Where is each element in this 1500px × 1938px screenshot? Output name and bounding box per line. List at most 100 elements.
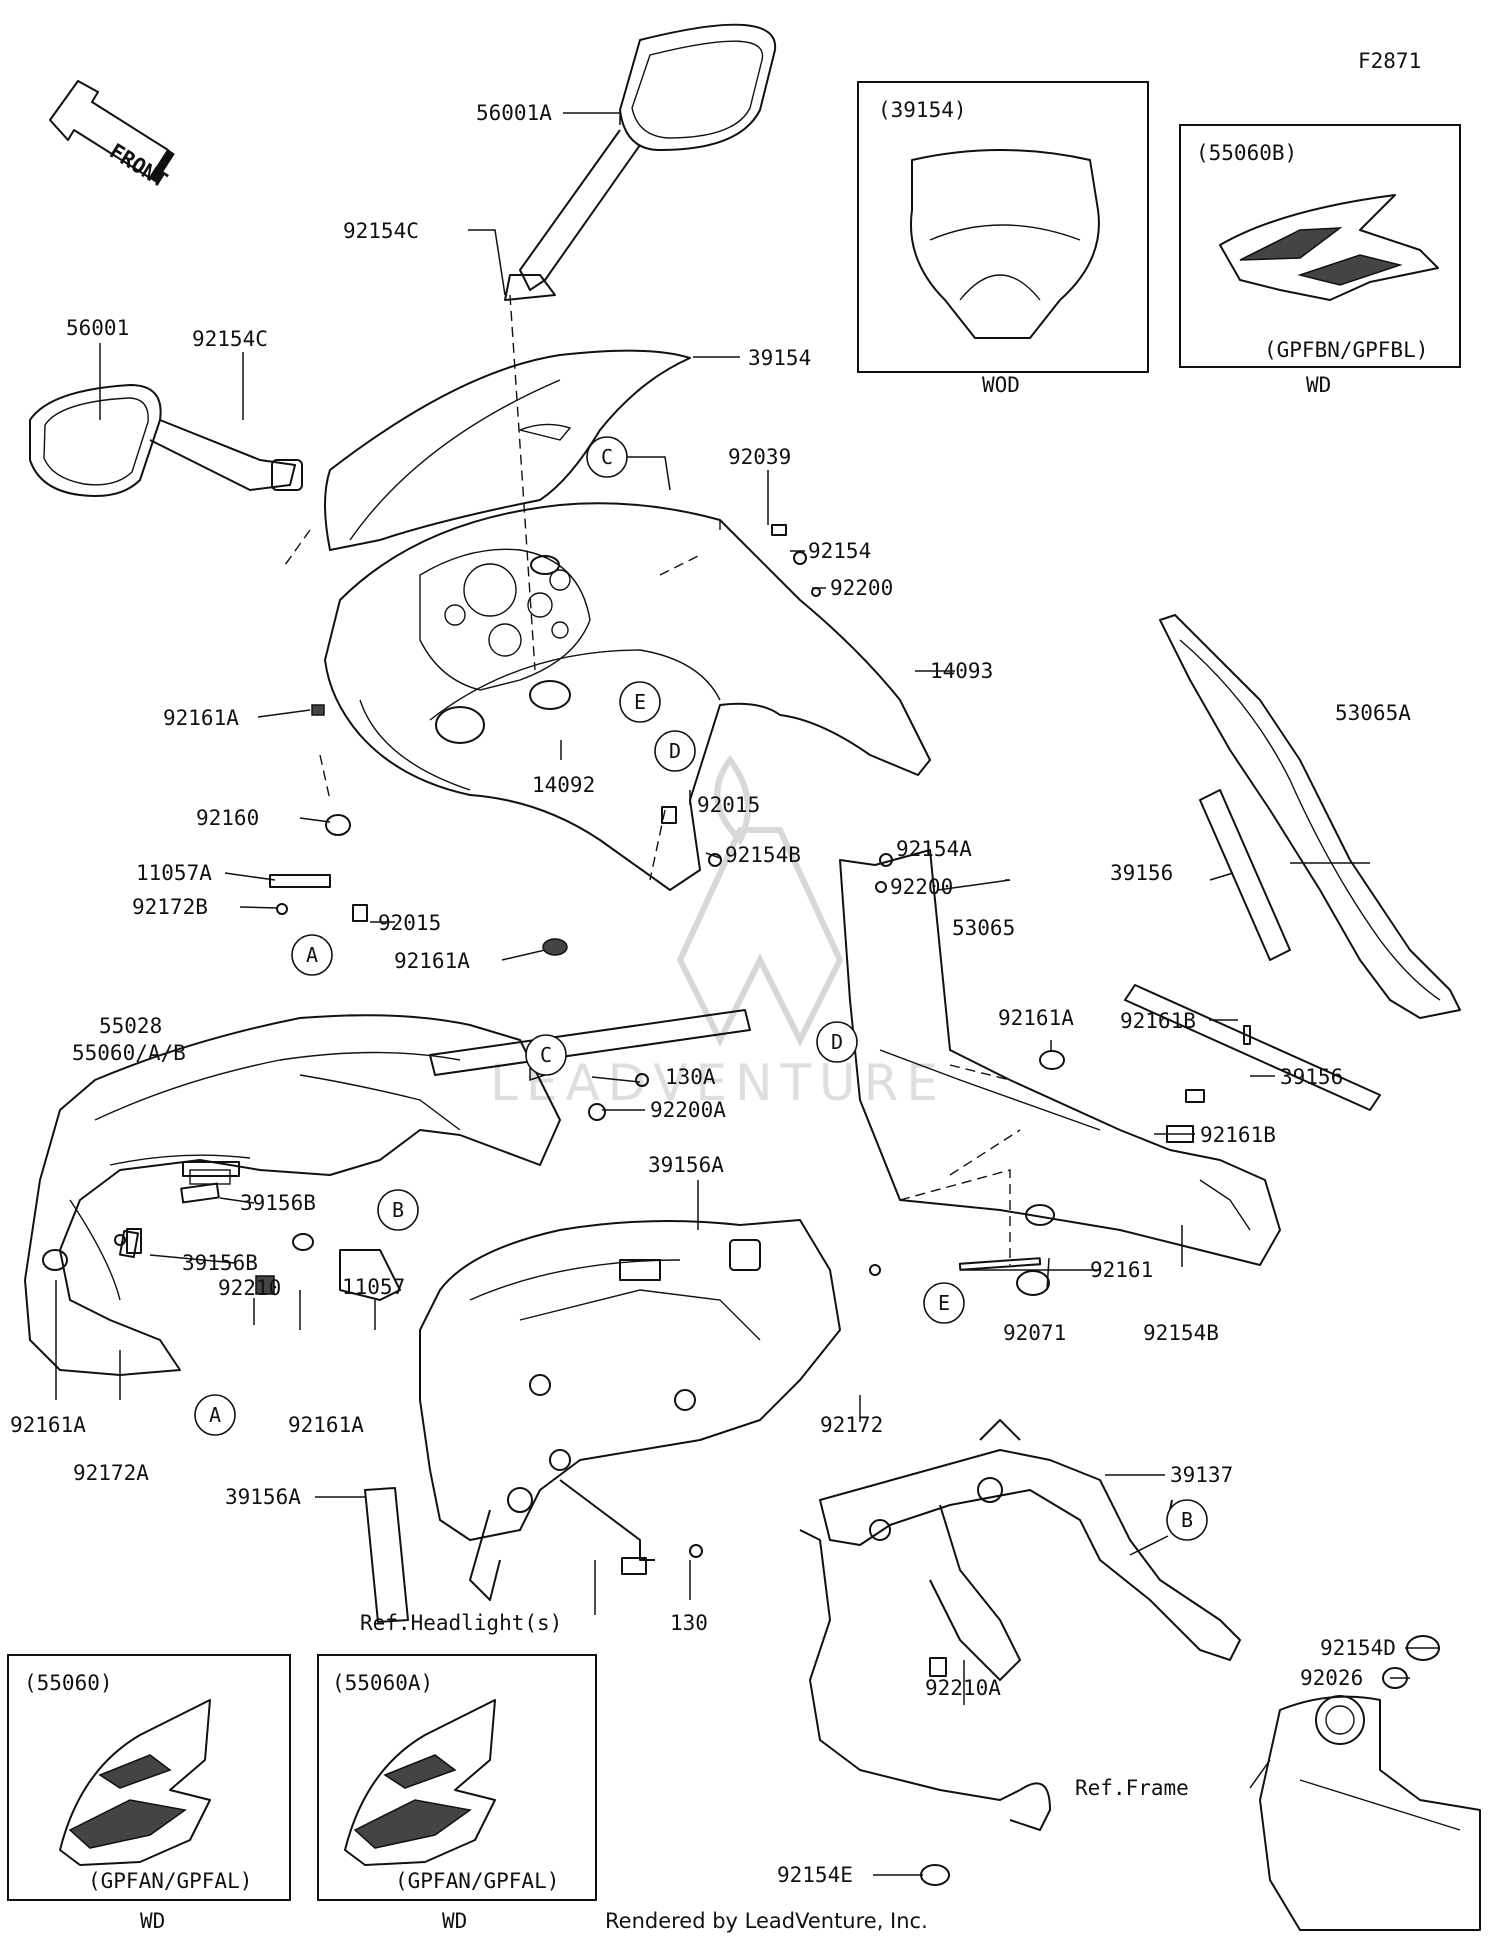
- label-92172a: 92172A: [73, 1461, 149, 1485]
- inset-cowl-55060a: (55060A) (GPFAN/GPFAL) WD: [317, 1654, 597, 1933]
- label-92154c: 92154C: [192, 327, 268, 351]
- label-92154c-top: 92154C: [343, 219, 419, 243]
- inset-cowl-55060-title: (55060): [24, 1671, 113, 1695]
- label-53065a: 53065A: [1335, 701, 1411, 725]
- headlight-assembly: [419, 1219, 841, 1601]
- label-92210: 92210: [218, 1276, 281, 1300]
- side-cowl-55028: [24, 1014, 561, 1376]
- label-39156-1: 39156: [1110, 861, 1173, 885]
- label-39156b-2: 39156B: [182, 1251, 258, 1275]
- inset-cowl-55060-model: (GPFAN/GPFAL): [88, 1869, 252, 1893]
- label-92154d: 92154D: [1320, 1636, 1396, 1660]
- label-11057a: 11057A: [136, 861, 212, 885]
- label-55060ab: 55060/A/B: [72, 1041, 186, 1065]
- inset-cowl-55060b: (55060B) (GPFBN/GPFBL) WD: [1179, 124, 1461, 397]
- label-39156a-2: 39156A: [225, 1485, 301, 1509]
- label-92161a-5: 92161A: [10, 1413, 86, 1437]
- label-92161a-2: 92161A: [394, 949, 470, 973]
- callout-a-1: A: [291, 934, 333, 976]
- label-14092: 14092: [532, 773, 595, 797]
- mirror-left-56001: [29, 384, 303, 497]
- label-92071: 92071: [1003, 1321, 1066, 1345]
- callout-d-2: D: [816, 1021, 858, 1063]
- inset-cowl-55060b-title: (55060B): [1196, 141, 1297, 165]
- watermark-logo: [676, 754, 844, 1047]
- label-92015-2: 92015: [697, 793, 760, 817]
- inset-cowl-55060b-variant: WD: [1306, 373, 1331, 397]
- label-92210a: 92210A: [925, 1676, 1001, 1700]
- svg-text:A: A: [209, 1403, 221, 1427]
- label-92161a-1: 92161A: [163, 706, 239, 730]
- label-39154: 39154: [748, 346, 811, 370]
- callout-c-1: C: [586, 436, 628, 478]
- label-ref-frame: Ref.Frame: [1075, 1776, 1189, 1800]
- seal-39156-lower: [1124, 984, 1381, 1111]
- seal-39156b: [119, 1182, 220, 1259]
- label-92154e: 92154E: [777, 1863, 853, 1887]
- callout-b-2: B: [1166, 1499, 1208, 1541]
- svg-text:E: E: [938, 1291, 950, 1315]
- label-11057: 11057: [342, 1275, 405, 1299]
- callout-c-2: C: [525, 1034, 567, 1076]
- inset-windshield-title: (39154): [878, 98, 967, 122]
- label-92015-1: 92015: [378, 911, 441, 935]
- svg-text:E: E: [634, 690, 646, 714]
- label-56001a: 56001A: [476, 101, 552, 125]
- leader-lines: [55, 112, 1440, 1876]
- subframe-39137: [799, 1419, 1241, 1831]
- label-92200a: 92200A: [650, 1098, 726, 1122]
- label-92026: 92026: [1300, 1666, 1363, 1690]
- label-55028: 55028: [99, 1014, 162, 1038]
- seal-39156a-short: [364, 1487, 409, 1623]
- label-39156a-1: 39156A: [648, 1153, 724, 1177]
- trim-53065a: [1159, 614, 1461, 1019]
- inset-cowl-55060a-variant: WD: [442, 1909, 467, 1933]
- label-92039: 92039: [728, 445, 791, 469]
- label-92160: 92160: [196, 806, 259, 830]
- label-92161: 92161: [1090, 1258, 1153, 1282]
- label-92161b-2: 92161B: [1200, 1123, 1276, 1147]
- label-14093: 14093: [930, 659, 993, 683]
- callout-e-1: E: [619, 681, 661, 723]
- inset-cowl-55060a-model: (GPFAN/GPFAL): [395, 1869, 559, 1893]
- callout-a-2: A: [194, 1394, 236, 1436]
- seal-39156-upper: [1199, 789, 1291, 961]
- mirror-right-56001a: [504, 23, 777, 301]
- inset-cowl-55060: (55060) (GPFAN/GPFAL) WD: [7, 1654, 291, 1933]
- figure-code: F2871: [1358, 49, 1421, 73]
- inset-cowl-55060-variant: WD: [140, 1909, 165, 1933]
- label-39156-2: 39156: [1280, 1065, 1343, 1089]
- svg-text:B: B: [392, 1198, 404, 1222]
- label-92161b-1: 92161B: [1120, 1009, 1196, 1033]
- inner-cover-14093: [324, 502, 931, 891]
- label-92154a: 92154A: [896, 837, 972, 861]
- inset-cowl-55060b-model: (GPFBN/GPFBL): [1264, 338, 1428, 362]
- front-arrow: FRONT: [49, 80, 175, 193]
- label-92172b: 92172B: [132, 895, 208, 919]
- inset-windshield: (39154) WOD: [857, 81, 1149, 397]
- callout-e-2: E: [923, 1282, 965, 1324]
- label-92200: 92200: [830, 576, 893, 600]
- inset-cowl-55060a-title: (55060A): [332, 1671, 433, 1695]
- label-130: 130: [670, 1611, 708, 1635]
- callout-b-1: B: [377, 1189, 419, 1231]
- seal-39156a-long: [429, 1009, 751, 1076]
- reference-lines: [284, 294, 1011, 1081]
- svg-text:B: B: [1181, 1508, 1193, 1532]
- label-ref-headlight: Ref.Headlight(s): [360, 1611, 562, 1635]
- footer-credit: Rendered by LeadVenture, Inc.: [605, 1909, 928, 1933]
- svg-text:D: D: [669, 739, 681, 763]
- label-39137: 39137: [1170, 1463, 1233, 1487]
- inset-windshield-variant: WOD: [982, 373, 1020, 397]
- svg-text:C: C: [540, 1043, 552, 1067]
- label-92161a-3: 92161A: [998, 1006, 1074, 1030]
- label-92172: 92172: [820, 1413, 883, 1437]
- svg-text:D: D: [831, 1030, 843, 1054]
- frame-ref: [1259, 1695, 1481, 1931]
- label-39156b-1: 39156B: [240, 1191, 316, 1215]
- label-56001: 56001: [66, 316, 129, 340]
- side-panel-53065: [839, 849, 1281, 1266]
- label-53065: 53065: [952, 916, 1015, 940]
- label-92200-2: 92200: [890, 875, 953, 899]
